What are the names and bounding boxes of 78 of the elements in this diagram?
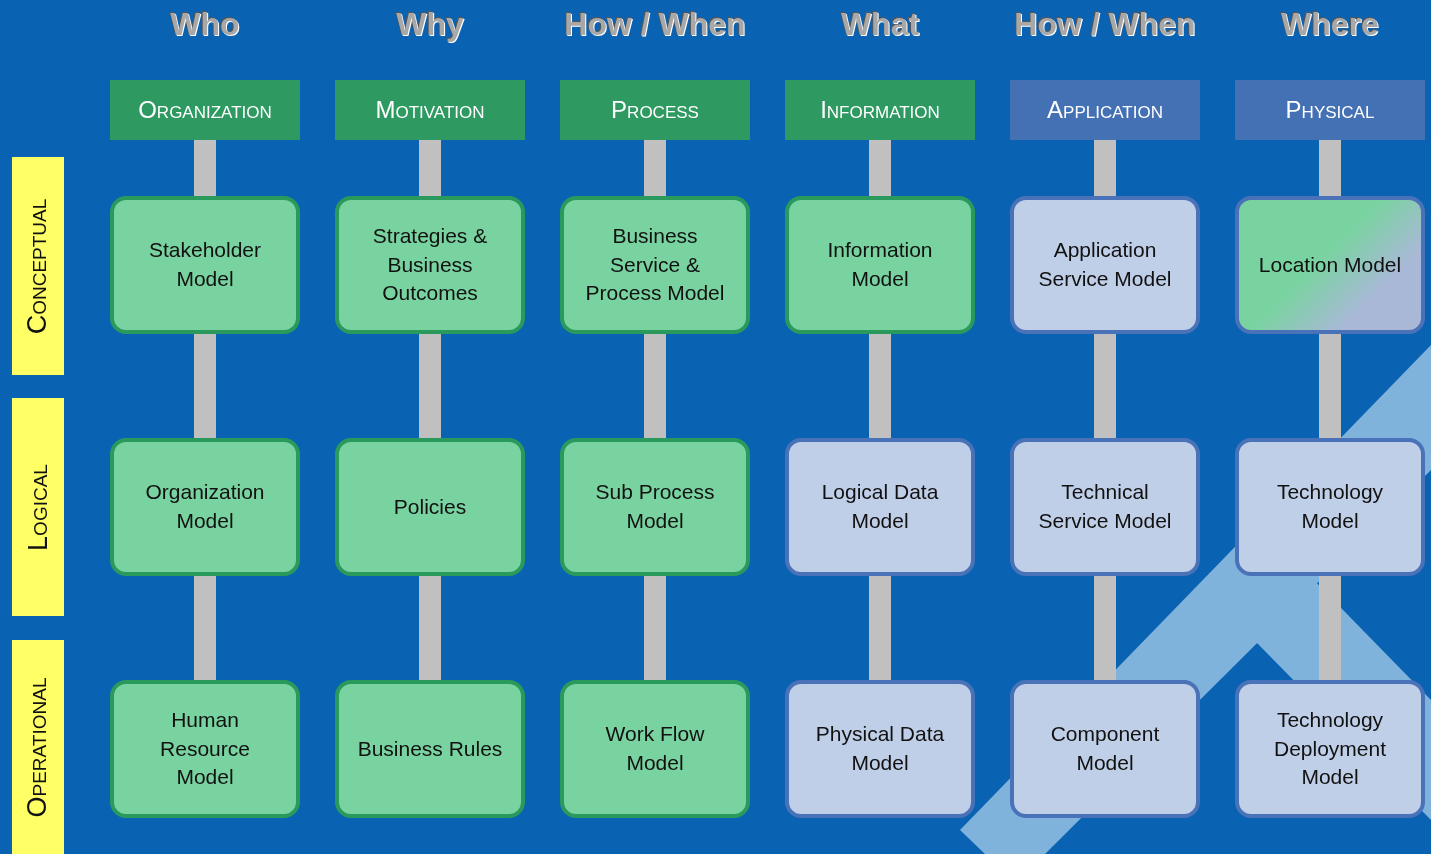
box-label: Strategies & Business Outcomes: [371, 222, 489, 307]
header-label: Physical: [1285, 96, 1375, 124]
model-box: [1235, 196, 1425, 334]
connector-bar: [1319, 334, 1341, 438]
model-box: [335, 196, 525, 334]
model-box: [560, 438, 750, 576]
box-label: Sub Process Model: [594, 479, 716, 534]
header-label: Organization: [138, 96, 272, 124]
box-label: Stakeholder Model: [147, 237, 263, 292]
column-question: What: [840, 6, 920, 43]
model-box: [1010, 196, 1200, 334]
column-header: [110, 80, 300, 140]
model-box: [335, 680, 525, 818]
model-box: [1010, 680, 1200, 818]
model-box: [1235, 438, 1425, 576]
connector-bar: [1094, 334, 1116, 438]
column-header: [560, 80, 750, 140]
connector-bar: [1319, 140, 1341, 196]
model-box: [110, 196, 300, 334]
row-band: [12, 398, 64, 616]
box-label: Human Resource Model: [159, 706, 251, 791]
box-label: Organization Model: [144, 479, 266, 534]
model-box: [335, 438, 525, 576]
header-label: Application: [1047, 96, 1163, 124]
model-box: [110, 438, 300, 576]
box-label: Work Flow Model: [604, 721, 706, 776]
connector-bar: [1094, 576, 1116, 680]
box-label: Physical Data Model: [814, 721, 946, 776]
box-label: Technical Service Model: [1037, 479, 1173, 534]
column-question: Where: [1281, 6, 1379, 43]
connector-bar: [1319, 576, 1341, 680]
column-question: Who: [170, 6, 240, 43]
connector-bar: [869, 334, 891, 438]
model-box: [1235, 680, 1425, 818]
row-band: [12, 640, 64, 854]
box-label: Information Model: [826, 237, 934, 292]
connector-bar: [644, 334, 666, 438]
connector-bar: [194, 334, 216, 438]
column-header: [1235, 80, 1425, 140]
box-label: Business Rules: [357, 735, 503, 762]
box-label: Technology Deployment Model: [1272, 706, 1388, 791]
row-label: Conceptual: [22, 198, 54, 334]
box-label: Policies: [393, 493, 467, 520]
connector-bar: [1094, 140, 1116, 196]
row-label: Operational: [22, 677, 54, 817]
column-header: [335, 80, 525, 140]
column-question: How / When: [1014, 6, 1196, 43]
connector-bar: [419, 576, 441, 680]
model-box: [560, 196, 750, 334]
model-box: [560, 680, 750, 818]
row-label: Logical: [22, 463, 54, 551]
box-label: Technology Model: [1275, 479, 1385, 534]
column-question: How / When: [564, 6, 746, 43]
model-box: [1010, 438, 1200, 576]
model-box: [110, 680, 300, 818]
box-label: Business Service & Process Model: [584, 222, 726, 307]
connector-bar: [194, 576, 216, 680]
model-box: [785, 438, 975, 576]
connector-bar: [644, 140, 666, 196]
connector-bar: [419, 140, 441, 196]
box-label: Component Model: [1049, 721, 1161, 776]
connector-bar: [419, 334, 441, 438]
column-header: [785, 80, 975, 140]
header-label: Information: [820, 96, 940, 124]
column-header: [1010, 80, 1200, 140]
column-question: Why: [396, 6, 464, 43]
model-box: [785, 680, 975, 818]
row-band: [12, 157, 64, 375]
box-label: Location Model: [1258, 251, 1402, 278]
header-label: Motivation: [375, 96, 485, 124]
box-label: Logical Data Model: [820, 479, 940, 534]
model-box: [785, 196, 975, 334]
connector-bar: [869, 140, 891, 196]
box-label: Application Service Model: [1037, 237, 1173, 292]
connector-bar: [194, 140, 216, 196]
connector-bar: [869, 576, 891, 680]
header-label: Process: [611, 96, 699, 124]
connector-bar: [644, 576, 666, 680]
